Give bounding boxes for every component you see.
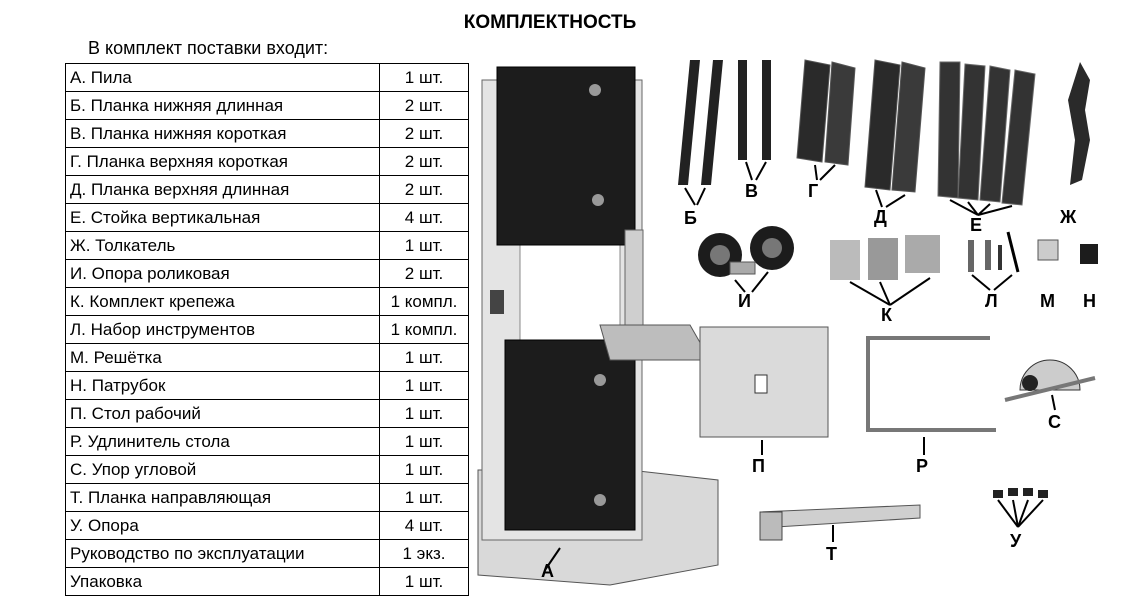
item-name: Е. Стойка вертикальная — [65, 203, 380, 232]
item-quantity: 1 шт. — [379, 455, 469, 484]
item-name: П. Стол рабочий — [65, 399, 380, 428]
label-zh: Ж — [1059, 207, 1077, 227]
part-v-drawing — [738, 60, 771, 181]
item-name: Упаковка — [65, 567, 380, 596]
bandsaw-drawing — [477, 66, 719, 586]
item-quantity: 1 шт. — [379, 343, 469, 372]
item-quantity: 1 шт. — [379, 483, 469, 512]
item-quantity: 4 шт. — [379, 511, 469, 540]
label-t: Т — [826, 544, 837, 564]
item-name: Д. Планка верхняя длинная — [65, 175, 380, 204]
label-u: У — [1010, 531, 1022, 551]
label-i: И — [738, 291, 751, 311]
item-quantity: 2 шт. — [379, 119, 469, 148]
label-v: В — [745, 181, 758, 201]
part-e-drawing — [937, 61, 1036, 216]
item-quantity: 1 шт. — [379, 427, 469, 456]
label-d: Д — [874, 207, 887, 227]
label-k: К — [881, 305, 893, 325]
item-name: Л. Набор инструментов — [65, 315, 380, 344]
item-quantity: 1 компл. — [379, 287, 469, 316]
label-a: А — [541, 561, 554, 581]
item-name: А. Пила — [65, 63, 380, 92]
part-d-drawing — [864, 59, 926, 208]
label-s: С — [1048, 412, 1061, 432]
item-quantity: 1 шт. — [379, 371, 469, 400]
label-e: Е — [970, 215, 982, 235]
item-quantity: 2 шт. — [379, 175, 469, 204]
item-name: М. Решётка — [65, 343, 380, 372]
item-name: Б. Планка нижняя длинная — [65, 91, 380, 120]
label-m: М — [1040, 291, 1055, 311]
item-quantity: 1 шт. — [379, 231, 469, 260]
label-g: Г — [808, 181, 818, 201]
part-zh-drawing — [1068, 62, 1090, 185]
label-l: Л — [985, 291, 998, 311]
item-quantity: 1 компл. — [379, 315, 469, 344]
item-quantity: 1 экз. — [379, 539, 469, 568]
item-name: Г. Планка верхняя короткая — [65, 147, 380, 176]
part-m-drawing — [1037, 239, 1059, 261]
item-quantity: 1 шт. — [379, 399, 469, 428]
label-n: Н — [1083, 291, 1096, 311]
part-n-drawing — [1080, 244, 1098, 264]
part-r-drawing — [866, 336, 996, 455]
item-name: К. Комплект крепежа — [65, 287, 380, 316]
item-name: Т. Планка направляющая — [65, 483, 380, 512]
part-t-drawing — [759, 504, 921, 542]
item-quantity: 1 шт. — [379, 567, 469, 596]
page-title: КОМПЛЕКТНОСТЬ — [463, 12, 637, 33]
item-name: И. Опора роликовая — [65, 259, 380, 288]
parts-illustration: А Б В Г Д Е Ж И К Л М Н П Р С Т У — [477, 59, 1098, 586]
item-name: Р. Удлинитель стола — [65, 427, 380, 456]
part-p-drawing — [699, 326, 829, 455]
item-quantity: 2 шт. — [379, 147, 469, 176]
item-name: Руководство по эксплуатации — [65, 539, 380, 568]
item-name: Ж. Толкатель — [65, 231, 380, 260]
part-l-drawing — [968, 231, 1020, 291]
item-quantity: 1 шт. — [379, 63, 469, 92]
item-name: Н. Патрубок — [65, 371, 380, 400]
part-s-drawing — [1004, 359, 1096, 411]
item-quantity: 4 шт. — [379, 203, 469, 232]
item-name: В. Планка нижняя короткая — [65, 119, 380, 148]
part-b-drawing — [678, 60, 723, 206]
item-quantity: 2 шт. — [379, 91, 469, 120]
item-name: С. Упор угловой — [65, 455, 380, 484]
part-k-drawing — [830, 235, 940, 306]
part-u-drawing — [993, 488, 1048, 528]
part-g-drawing — [796, 59, 856, 181]
page-subtitle: В комплект поставки входит: — [88, 38, 329, 58]
label-r: Р — [916, 456, 928, 476]
part-i-drawing — [698, 226, 794, 293]
item-quantity: 2 шт. — [379, 259, 469, 288]
label-p: П — [752, 456, 765, 476]
label-b: Б — [684, 208, 697, 228]
item-name: У. Опора — [65, 511, 380, 540]
